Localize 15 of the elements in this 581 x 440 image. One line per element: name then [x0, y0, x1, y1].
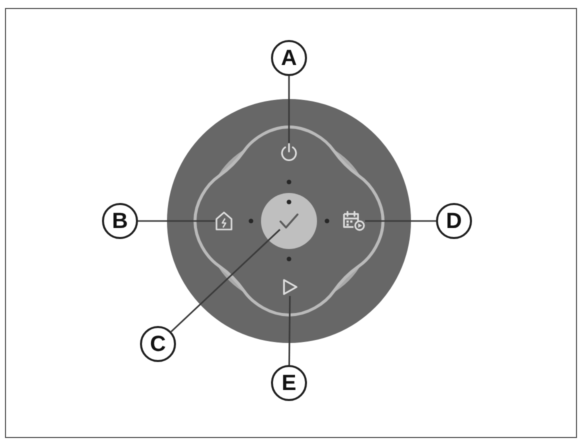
calendar-icon [343, 211, 365, 231]
callout-letter: E [271, 365, 307, 401]
leader-line [288, 76, 290, 143]
callout-letter: B [102, 203, 138, 239]
callout-letter: D [436, 203, 472, 239]
leader-line [138, 220, 215, 222]
play-icon [282, 278, 298, 296]
house-icon [215, 211, 233, 231]
leader-line [288, 296, 291, 365]
check-icon [279, 212, 299, 230]
callout-letter: C [140, 326, 176, 362]
power-icon [280, 143, 298, 161]
leader-line [170, 228, 280, 332]
leader-line [365, 220, 436, 222]
callout-letter: A [271, 40, 307, 76]
